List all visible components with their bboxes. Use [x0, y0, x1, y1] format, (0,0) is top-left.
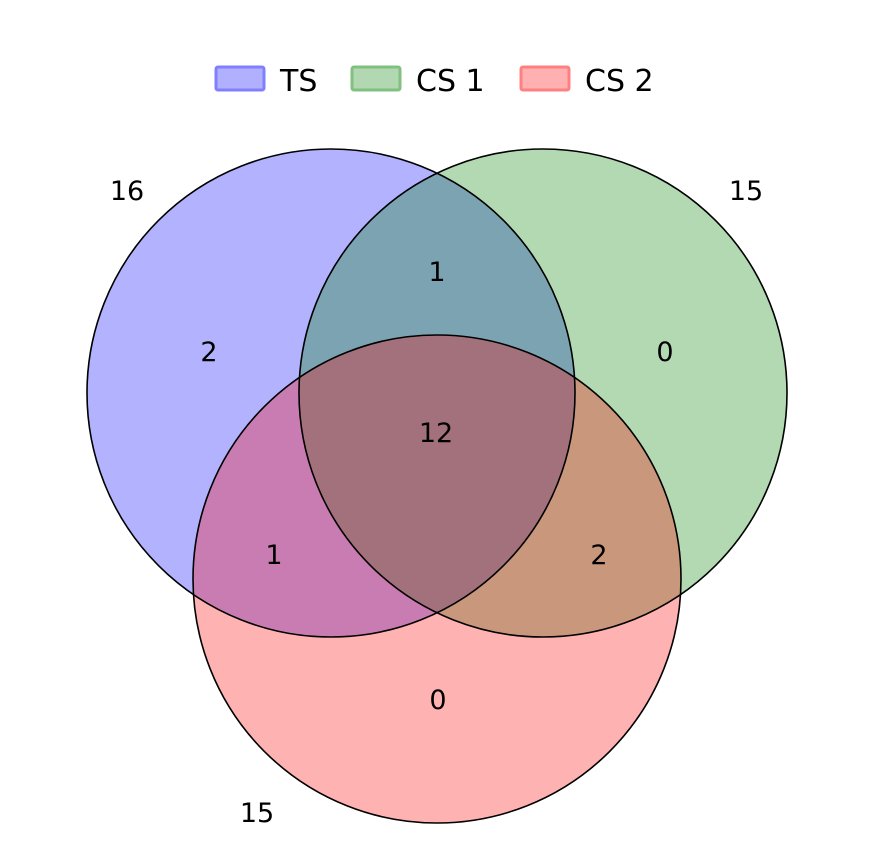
- set-circle-cs1: [299, 149, 787, 637]
- region-all-three: 12: [419, 418, 453, 449]
- region-cs1-only: 0: [656, 337, 673, 368]
- region-cs2-only: 0: [429, 685, 446, 716]
- set-outline-cs2: [192, 334, 682, 824]
- legend-swatch-cs2: [519, 65, 571, 92]
- set-circle-ts: [87, 149, 575, 637]
- legend-item-ts: TS: [214, 64, 317, 99]
- region-ts-cs1: 1: [428, 257, 445, 288]
- set-outline-ts: [86, 148, 576, 638]
- region-ts-only: 2: [200, 337, 217, 368]
- legend-swatch-ts: [214, 65, 266, 92]
- legend-swatch-cs1: [350, 65, 402, 92]
- region-labels: 2 0 0 1 1 2 12: [200, 257, 673, 716]
- legend-label-cs2: CS 2: [585, 64, 654, 99]
- legend-label-cs1: CS 1: [416, 64, 485, 99]
- legend-label-ts: TS: [279, 64, 317, 99]
- region-ts-cs2: 1: [265, 540, 282, 571]
- set-outlines: [86, 148, 788, 824]
- set-total-cs1: 15: [729, 176, 763, 207]
- region-cs1-cs2: 2: [590, 540, 607, 571]
- set-outline-cs1: [298, 148, 788, 638]
- set-totals: 16 15 15: [110, 176, 763, 829]
- legend-item-cs2: CS 2: [519, 64, 654, 99]
- set-fills: [87, 149, 787, 823]
- legend: TS CS 1 CS 2: [214, 64, 654, 99]
- set-circle-cs2: [193, 335, 681, 823]
- legend-item-cs1: CS 1: [350, 64, 485, 99]
- set-total-cs2: 15: [240, 798, 274, 829]
- set-total-ts: 16: [110, 176, 144, 207]
